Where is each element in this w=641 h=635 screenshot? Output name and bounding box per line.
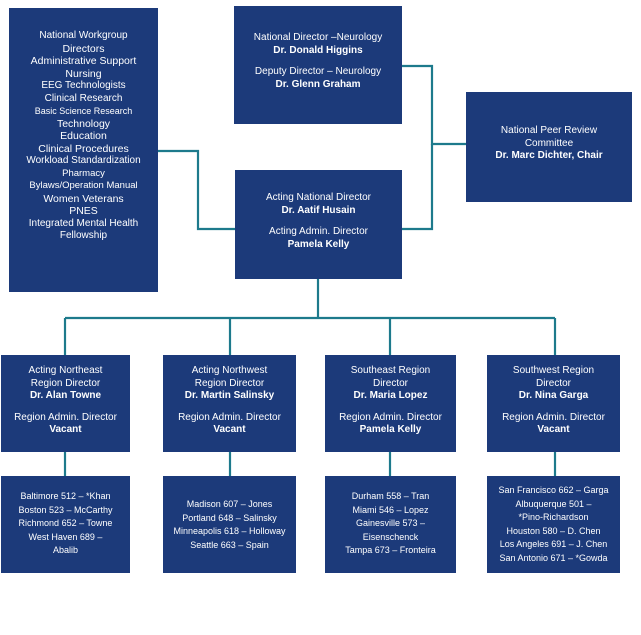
- region-title: Region Director: [194, 377, 265, 389]
- workgroup-item: Clinical Research: [44, 92, 123, 104]
- region-director-name: Dr. Alan Towne: [29, 390, 102, 401]
- site-item: Seattle 663 – Spain: [190, 539, 269, 550]
- workgroup-item: Fellowship: [59, 230, 108, 241]
- region-box-southwest: Southwest Region Director Dr. Nina Garga…: [487, 355, 620, 452]
- region-director-name: Dr. Nina Garga: [518, 390, 589, 401]
- site-item: San Antonio 671 – *Gowda: [499, 552, 608, 563]
- workgroup-item: Clinical Procedures: [38, 142, 129, 155]
- neurology-director-name: Dr. Donald Higgins: [273, 44, 363, 56]
- workgroup-item: Administrative Support: [30, 55, 137, 67]
- workgroup-item: Technology: [56, 117, 111, 130]
- site-item: Albuquerque 501 –: [515, 498, 592, 509]
- site-item: Baltimore 512 – *Khan: [20, 491, 111, 501]
- national-director-title: Acting National Director: [265, 192, 372, 203]
- site-item: Gainesville 573 –: [355, 518, 426, 528]
- national-director-name: Dr. Aatif Husain: [281, 204, 356, 216]
- region-admin-name: Vacant: [213, 424, 246, 435]
- region-box-northwest: Acting Northwest Region Director Dr. Mar…: [163, 355, 296, 452]
- site-item: Richmond 652 – Towne: [18, 518, 113, 528]
- workgroup-item: Integrated Mental Health: [28, 217, 139, 229]
- region-director-name: Dr. Martin Salinsky: [184, 390, 275, 401]
- region-title: Acting Northwest: [191, 365, 268, 376]
- national-admin-title: Acting Admin. Director: [269, 226, 368, 237]
- site-item: Eisenschenck: [362, 531, 419, 542]
- national-director-box: Acting National Director Dr. Aatif Husai…: [235, 170, 402, 279]
- workgroup-item: Basic Science Research: [34, 106, 133, 116]
- workgroup-item: PNES: [69, 205, 98, 217]
- region-title: Southwest Region: [512, 365, 595, 376]
- region-title: Southeast Region: [350, 365, 431, 376]
- workgroup-item: Education: [60, 130, 107, 142]
- region-box-northeast: Acting Northeast Region Director Dr. Ala…: [1, 355, 130, 452]
- workgroup-item: Bylaws/Operation Manual: [29, 180, 138, 191]
- site-item: Durham 558 – Tran: [351, 491, 430, 501]
- neurology-director-box: National Director –Neurology Dr. Donald …: [234, 6, 402, 124]
- region-admin-label: Region Admin. Director: [178, 411, 281, 423]
- region-admin-name: Vacant: [537, 424, 570, 435]
- sites-box-southeast: Durham 558 – Tran Miami 546 – Lopez Gain…: [325, 476, 456, 573]
- site-item: Madison 607 – Jones: [186, 499, 273, 509]
- region-admin-name: Pamela Kelly: [359, 424, 422, 435]
- connector-neurology-peer-review: [402, 64, 466, 146]
- neurology-deputy-name: Dr. Glenn Graham: [275, 78, 361, 90]
- site-item: Boston 523 – McCarthy: [18, 504, 113, 515]
- region-title: Director: [535, 377, 571, 389]
- site-item: Abalib: [52, 545, 79, 555]
- site-item: Tampa 673 – Fronteira: [345, 545, 436, 555]
- workgroup-item: Workload Standardization: [26, 155, 141, 166]
- site-item: Houston 580 – D. Chen: [506, 525, 601, 536]
- peer-review-title: National Peer Review: [500, 125, 598, 136]
- workgroup-item: EEG Technologists: [41, 80, 126, 91]
- region-admin-label: Region Admin. Director: [502, 411, 605, 423]
- workgroup-item: Directors: [62, 42, 105, 55]
- peer-review-box: National Peer Review Committee Dr. Marc …: [466, 92, 632, 202]
- connector-workgroup: [158, 149, 235, 231]
- site-item: Los Angeles 691 – J. Chen: [499, 539, 608, 549]
- region-admin-label: Region Admin. Director: [339, 411, 442, 423]
- region-admin-label: Region Admin. Director: [14, 411, 117, 423]
- neurology-deputy-title: Deputy Director – Neurology: [254, 66, 382, 77]
- region-box-southeast: Southeast Region Director Dr. Maria Lope…: [325, 355, 456, 452]
- national-admin-name: Pamela Kelly: [287, 238, 350, 250]
- peer-review-chair: Dr. Marc Dichter, Chair: [495, 150, 603, 161]
- region-title: Region Director: [30, 377, 101, 389]
- region-title: Acting Northeast: [28, 365, 103, 376]
- workgroup-item: Women Veterans: [43, 192, 124, 205]
- sites-box-northwest: Madison 607 – Jones Portland 648 – Salin…: [163, 476, 296, 573]
- site-item: Miami 546 – Lopez: [352, 504, 429, 515]
- site-item: *Pino-Richardson: [518, 512, 589, 522]
- site-item: West Haven 689 –: [28, 531, 103, 542]
- sites-box-southwest: San Francisco 662 – Garga Albuquerque 50…: [487, 476, 620, 573]
- region-admin-name: Vacant: [49, 424, 82, 435]
- site-item: San Francisco 662 – Garga: [498, 485, 609, 495]
- site-item: Minneapolis 618 – Holloway: [173, 526, 286, 536]
- connector-peer-review-national: [402, 144, 434, 231]
- workgroup-item: Nursing: [65, 67, 102, 80]
- peer-review-committee: Committee: [524, 137, 574, 149]
- site-item: Portland 648 – Salinsky: [182, 512, 277, 523]
- neurology-director-title: National Director –Neurology: [253, 32, 383, 43]
- region-director-name: Dr. Maria Lopez: [353, 390, 428, 401]
- workgroup-title: National Workgroup: [39, 30, 128, 41]
- workgroup-box: National Workgroup Directors Administrat…: [9, 8, 158, 292]
- sites-box-northeast: Baltimore 512 – *Khan Boston 523 – McCar…: [1, 476, 130, 573]
- workgroup-item: Pharmacy: [62, 167, 105, 179]
- region-title: Director: [372, 377, 408, 389]
